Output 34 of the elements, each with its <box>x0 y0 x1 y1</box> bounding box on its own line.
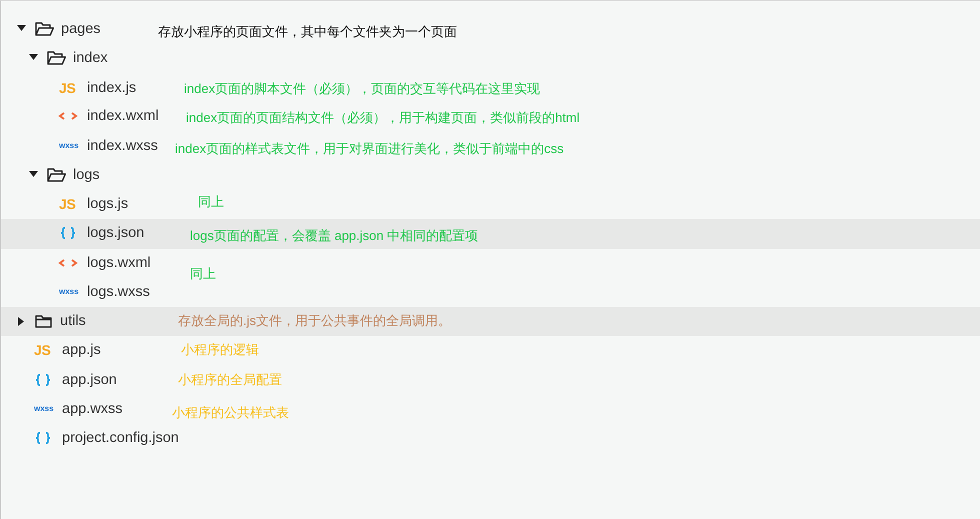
highlighted-row <box>1 307 980 336</box>
file-name: logs.wxml <box>87 254 151 272</box>
file-name: project.config.json <box>62 429 179 447</box>
folder-name: index <box>73 49 108 67</box>
js-file-icon: JS <box>34 341 51 359</box>
folder-name: pages <box>61 20 101 38</box>
file-name: index.wxss <box>87 137 158 155</box>
file-name: logs.json <box>87 224 144 242</box>
folder-name: utils <box>60 312 86 330</box>
js-file-icon: JS <box>59 79 76 97</box>
wxss-file-icon: wxss <box>59 141 79 151</box>
file-name: app.wxss <box>62 400 122 418</box>
annotation-note: logs页面的配置，会覆盖 app.json 中相同的配置项 <box>190 227 478 245</box>
file-name: logs.js <box>87 195 128 213</box>
folder-name: logs <box>73 166 100 184</box>
annotation-note: 同上 <box>190 265 216 283</box>
file-name: index.wxml <box>87 107 159 125</box>
wxss-file-icon: wxss <box>34 404 54 414</box>
annotation-note: 存放小程序的页面文件，其中每个文件夹为一个页面 <box>158 23 457 41</box>
file-name: logs.wxss <box>87 283 150 301</box>
annotation-note: 同上 <box>198 193 224 211</box>
wxss-file-icon: wxss <box>59 287 79 297</box>
js-file-icon: JS <box>59 195 76 213</box>
annotation-note: 小程序的公共样式表 <box>172 404 289 422</box>
annotation-note: 存放全局的.js文件，用于公共事件的全局调用。 <box>178 312 451 330</box>
file-name: app.js <box>62 341 101 359</box>
file-name: app.json <box>62 371 117 389</box>
file-name: index.js <box>87 79 136 97</box>
highlighted-row <box>1 219 980 249</box>
annotation-note: 小程序的逻辑 <box>181 341 259 359</box>
annotation-note: index页面的页面结构文件（必须），用于构建页面，类似前段的html <box>186 109 580 127</box>
annotation-note: index页面的脚本文件（必须），页面的交互等代码在这里实现 <box>184 80 540 98</box>
annotation-note: index页面的样式表文件，用于对界面进行美化，类似于前端中的css <box>175 140 564 158</box>
annotation-note: 小程序的全局配置 <box>178 371 282 389</box>
